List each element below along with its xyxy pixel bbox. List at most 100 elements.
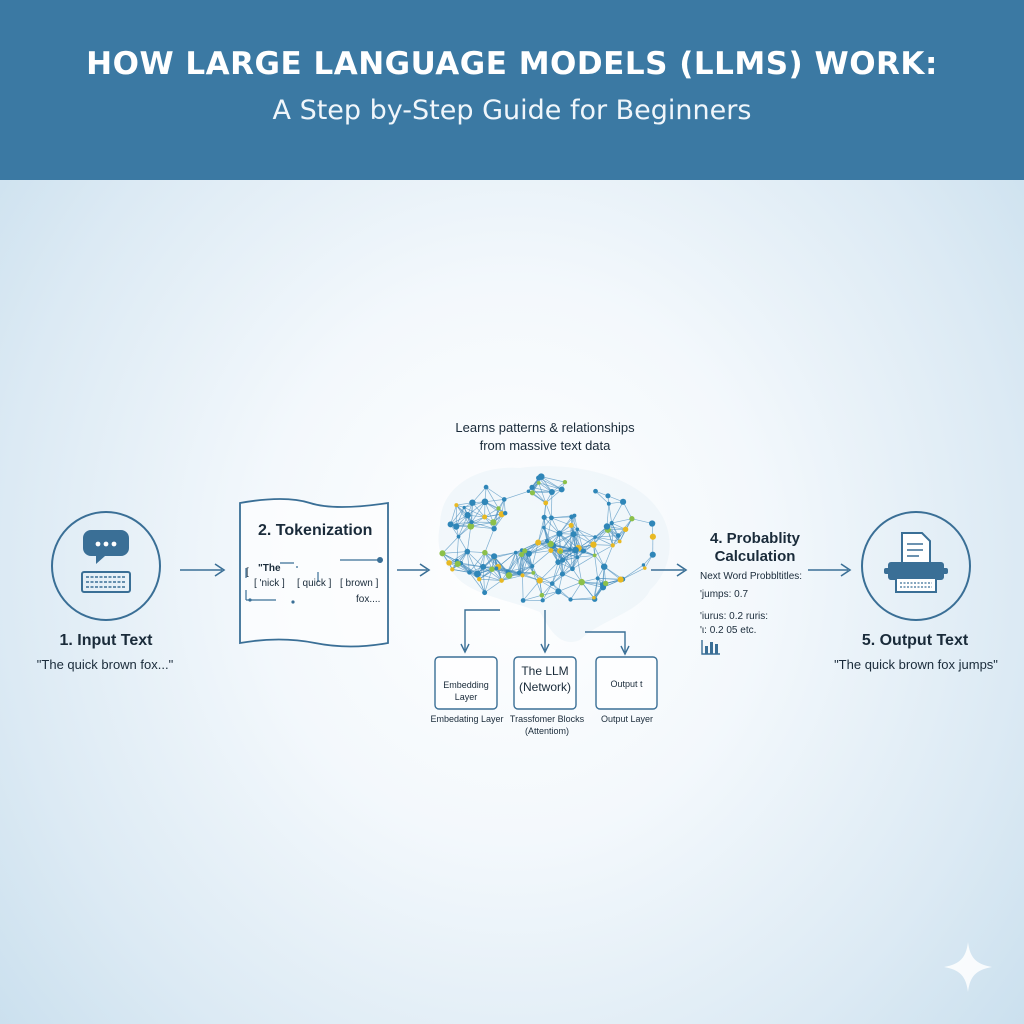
network-edge [467,501,486,516]
network-edge [484,552,493,570]
network-node [453,523,460,530]
network-node [474,570,481,578]
network-edge [484,580,502,593]
network-edge [528,550,551,554]
network-node [605,493,611,499]
network-edge [442,551,468,554]
network-edge [577,528,596,538]
network-edge [570,581,582,600]
network-edge [501,575,523,581]
network-node [593,535,597,539]
network-edge [583,536,596,552]
network-node [489,566,495,572]
network-edge [539,580,559,592]
network-node [570,566,575,572]
network-edge [631,518,653,524]
probability-title-line1: 4. Probablity [709,530,801,547]
network-edge [458,515,469,537]
network-edge [541,583,553,596]
network-node [477,576,482,582]
network-node [503,510,508,516]
network-edge [570,597,594,600]
network-node [482,549,488,556]
network-edge [538,482,547,504]
network-node [496,506,501,511]
network-node [593,488,598,494]
llm-box-caption-line1: Trassfomer Blocks [509,714,585,724]
network-node [499,578,504,583]
network-edge [479,578,502,581]
network-edge [477,556,495,575]
network-edge [522,550,526,576]
network-edge [551,517,572,526]
arrow-input-to-tokenization [180,563,226,577]
probability-line-4: 'ι: 0.2 05 etc. [700,625,757,636]
network-node [494,566,499,571]
network-edge [602,579,621,588]
network-node [600,563,608,570]
embedding-layer-box [434,656,498,710]
network-node [570,531,577,538]
output-step-example: "The quick brown fox jumps" [834,657,998,672]
token-quick: [ quick ] [297,578,332,589]
network-node [467,570,472,575]
network-node [501,497,507,502]
network-edge [538,477,562,490]
network-node [439,550,446,557]
embedding-box-caption: Embedating Layer [430,714,504,724]
brain-connectors [460,609,630,656]
network-edge [562,573,582,583]
network-edge [508,554,522,576]
network-edge [541,476,566,483]
output-box-caption: Output Layer [600,714,654,724]
network-node [603,523,611,530]
network-edge [485,486,499,509]
network-node [548,489,555,495]
network-edge [595,490,610,504]
chat-keyboard-icon [51,511,161,621]
network-node [536,577,543,584]
network-node [481,498,489,506]
network-node [535,539,542,546]
output-layer-box [595,656,658,710]
network-edge [569,525,572,550]
network-edge [622,501,633,519]
network-edge [573,533,584,552]
network-node [580,548,587,554]
network-node [610,543,615,548]
network-node [526,489,531,494]
network-edge [581,581,595,598]
network-node [456,534,461,539]
network-node [513,550,518,555]
network-node [462,505,466,510]
output-box-text-line1: Output t [610,679,643,689]
network-node [558,550,563,555]
network-edge [456,536,459,562]
network-edge [551,516,572,519]
network-edge [593,578,599,598]
network-caption-line2: from massive text data [479,438,611,453]
network-edge [522,575,524,601]
network-edge [539,561,559,581]
network-edge [523,594,542,601]
network-edge [515,542,539,553]
network-node [505,572,513,579]
network-edge [521,554,523,576]
tokenization-step-title: 2. Tokenization [258,522,373,539]
network-edge [562,550,584,561]
network-edge [538,482,562,490]
network-edge [551,559,563,584]
arrow-tokenization-to-network [397,563,431,577]
network-node [606,501,611,506]
network-edge [470,525,495,530]
network-edge [508,565,533,576]
network-node [568,547,572,551]
network-node [619,498,627,505]
network-edge [464,507,485,518]
network-edge [577,555,595,558]
network-node [578,578,585,586]
sparkle-icon [944,942,992,992]
network-edge [494,552,516,557]
network-edge [539,573,563,581]
header-banner: HOW LARGE LANGUAGE MODELS (LLMS) WORK: A… [0,0,1024,180]
